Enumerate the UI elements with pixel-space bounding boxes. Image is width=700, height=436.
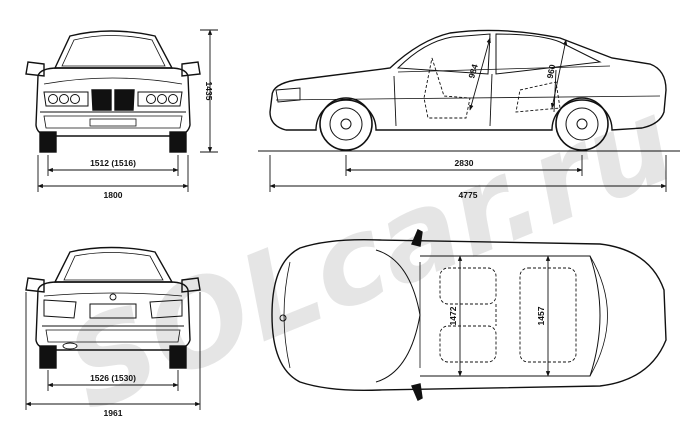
dim-headroom-rear: 960 xyxy=(545,63,558,79)
dim-width-mirrors: 1961 xyxy=(104,408,123,418)
dim-headroom-front: 984 xyxy=(466,63,480,80)
rear-view xyxy=(25,246,201,369)
dim-height: 1435 xyxy=(204,82,214,101)
dim-length: 4775 xyxy=(459,190,478,200)
dim-wheelbase: 2830 xyxy=(455,158,474,168)
dim-shoulder-front: 1472 xyxy=(448,306,458,325)
dim-rear-track: 1526 (1530) xyxy=(90,373,136,383)
dim-shoulder-rear: 1457 xyxy=(536,306,546,325)
front-view xyxy=(25,30,201,153)
dim-front-width: 1800 xyxy=(104,190,123,200)
dim-front-track: 1512 (1516) xyxy=(90,158,136,168)
side-view xyxy=(258,29,680,152)
dimension-lines xyxy=(25,29,667,410)
